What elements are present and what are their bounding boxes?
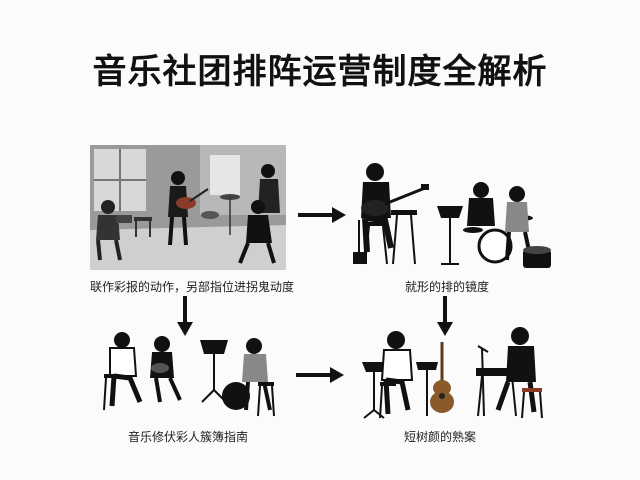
rehearsal-room-illustration: [90, 145, 286, 270]
arrow-down-icon: [176, 294, 194, 338]
caption-rehearsal-room: 联作彩报的动作，另部指位进拐鬼动度: [90, 280, 295, 294]
arrow-right-icon: [294, 366, 346, 384]
page-title: 音乐社团排阵运营制度全解析: [92, 52, 548, 92]
caption-ensemble: 音乐修伏彩人簇簿指南: [128, 430, 249, 444]
caption-band-practice: 就形的排的镜度: [405, 280, 490, 294]
arrow-down-icon: [436, 294, 454, 338]
guitar-drum-illustration: [345, 160, 555, 272]
caption-instrument-setup: 短树颜的熟案: [404, 430, 477, 444]
ensemble-illustration: [100, 330, 280, 422]
arrow-right-icon: [296, 206, 348, 224]
guitar-keyboard-illustration: [358, 326, 548, 422]
